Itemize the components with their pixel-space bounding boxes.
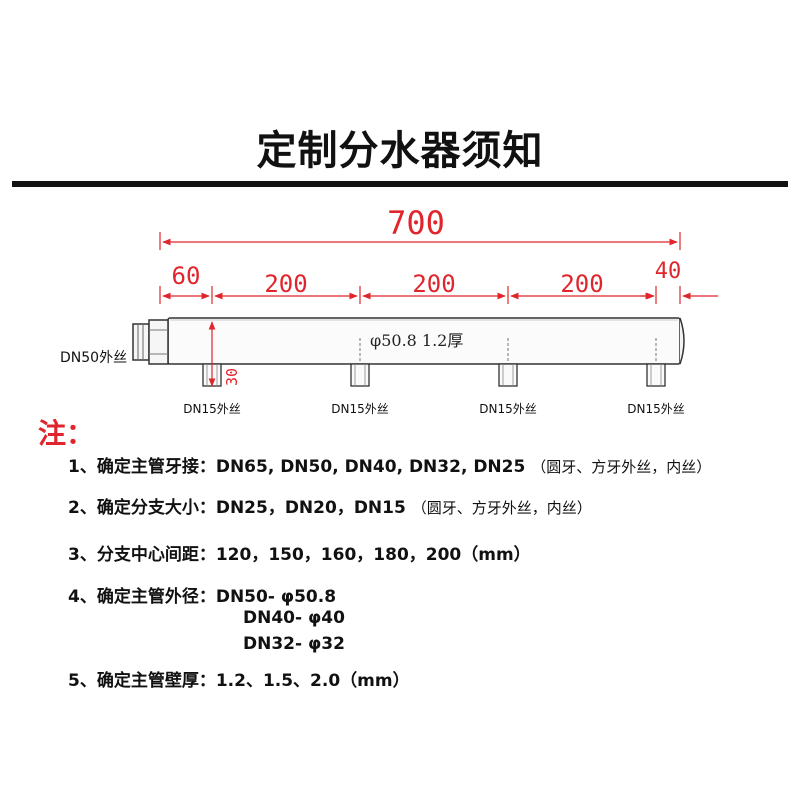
note-item-3-label: 3、分支中心间距：120，150，160，180，200（mm）	[68, 545, 531, 565]
note-item-2: 2、确定分支大小：DN25，DN20，DN15 （圆牙、方牙外丝，内丝）	[68, 493, 592, 518]
dim-spacing-1: 200	[264, 270, 307, 298]
segment-dimensions: 60 200 200 200 40	[159, 259, 718, 304]
branch-label-3: DN15外丝	[479, 402, 537, 416]
note-item-2-label: 2、确定分支大小：DN25，DN20，DN15	[68, 498, 412, 518]
dim-right-offset: 40	[655, 259, 682, 284]
dim-spacing-3: 200	[560, 270, 603, 298]
dim-spacing-2: 200	[412, 270, 455, 298]
note-item-4-line-3: DN32- φ32	[243, 634, 345, 654]
note-item-2-suffix: （圆牙、方牙外丝，内丝）	[411, 499, 592, 517]
note-item-4: 4、确定主管外径：DN50- φ50.8	[68, 582, 336, 607]
note-item-5: 5、确定主管壁厚：1.2、1.5、2.0（mm）	[68, 666, 410, 691]
branch-label-2: DN15外丝	[331, 402, 389, 416]
notes-heading: 注：	[38, 417, 95, 450]
branch-outlets: 30 DN15外丝 DN15外丝 DN15外丝 DN15外丝	[183, 321, 685, 416]
dim-left-offset: 60	[172, 262, 201, 290]
branch-label-1: DN15外丝	[183, 402, 241, 416]
pipe-spec-label: φ50.8 1.2厚	[370, 331, 463, 350]
branch-label-4: DN15外丝	[627, 402, 685, 416]
note-item-1-suffix: （圆牙、方牙外丝，内丝）	[531, 458, 712, 476]
overall-dimension: 700	[159, 204, 681, 250]
note-item-4-label: 4、确定主管外径：DN50- φ50.8	[68, 587, 337, 607]
main-pipe: φ50.8 1.2厚 DN50外丝	[60, 317, 685, 366]
branch-4	[646, 363, 666, 387]
note-item-1: 1、确定主管牙接：DN65, DN50, DN40, DN32, DN25 （圆…	[68, 452, 711, 477]
dim-total-length: 700	[387, 204, 445, 242]
manifold-drawing: 700 60 200 200 200 40 φ50.8 1.2厚 DN5	[60, 204, 718, 416]
title-divider	[12, 181, 788, 187]
note-item-4-line-2: DN40- φ40	[243, 608, 345, 628]
note-item-1-label: 1、确定主管牙接：DN65, DN50, DN40, DN32, DN25	[68, 457, 532, 477]
dim-branch-height: 30	[223, 368, 241, 386]
main-thread-label: DN50外丝	[60, 350, 127, 366]
page-title: 定制分水器须知	[256, 128, 544, 174]
branch-3	[498, 363, 518, 387]
branch-2	[350, 363, 370, 387]
note-item-5-label: 5、确定主管壁厚：1.2、1.5、2.0（mm）	[68, 671, 410, 691]
note-item-3: 3、分支中心间距：120，150，160，180，200（mm）	[68, 540, 531, 565]
